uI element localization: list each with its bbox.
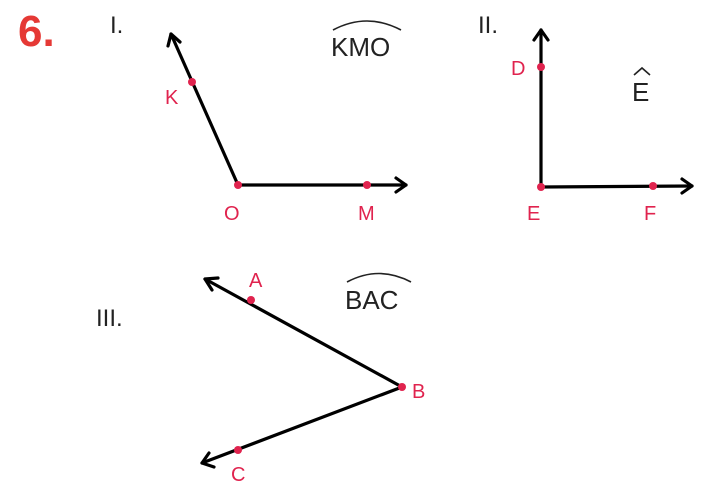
figure-3: III. BAC B A C xyxy=(96,270,425,486)
ray-bc-arrowhead xyxy=(200,451,216,469)
ray-ef xyxy=(539,184,694,189)
label-e: E xyxy=(527,203,540,225)
figure-3-angle-name: BAC xyxy=(345,272,412,315)
ray-ba xyxy=(203,277,404,389)
figure-1: I. KMO O K M xyxy=(110,12,408,225)
problem-number: 6. xyxy=(18,7,55,56)
figure-3-angle-text: BAC xyxy=(345,285,398,315)
label-b: B xyxy=(412,381,425,403)
figure-2: II. E E D F xyxy=(478,12,694,225)
label-a: A xyxy=(249,270,263,292)
figure-2-angle-name: E xyxy=(632,66,651,107)
ray-om-arrowhead xyxy=(394,176,408,194)
label-c: C xyxy=(231,464,245,486)
ray-bc xyxy=(200,385,404,465)
label-m: M xyxy=(358,203,375,225)
figure-2-angle-hat xyxy=(633,66,651,76)
point-b xyxy=(398,383,406,391)
ray-ok xyxy=(169,32,240,187)
label-o: O xyxy=(224,203,240,225)
point-c xyxy=(234,446,242,454)
figure-1-angle-hat xyxy=(332,20,402,31)
label-d: D xyxy=(511,58,525,80)
ray-ba-arrowhead xyxy=(203,276,220,292)
ray-ok-arrowhead xyxy=(166,32,182,48)
figure-3-roman: III. xyxy=(96,305,123,332)
point-a xyxy=(247,296,255,304)
point-f xyxy=(649,182,657,190)
figure-3-angle-hat xyxy=(346,272,412,283)
figure-2-roman: II. xyxy=(478,12,498,39)
ray-ed-arrowhead xyxy=(532,28,550,42)
figure-1-angle-text: KMO xyxy=(331,32,390,62)
point-o xyxy=(234,181,242,189)
figure-1-angle-name: KMO xyxy=(331,20,402,62)
figure-2-angle-text: E xyxy=(632,77,649,107)
point-d xyxy=(537,63,545,71)
point-k xyxy=(188,78,196,86)
point-m xyxy=(363,181,371,189)
point-e xyxy=(537,183,545,191)
label-k: K xyxy=(165,87,179,109)
label-f: F xyxy=(644,203,656,225)
figure-1-roman: I. xyxy=(110,12,123,39)
ray-ef-arrowhead xyxy=(680,177,694,195)
